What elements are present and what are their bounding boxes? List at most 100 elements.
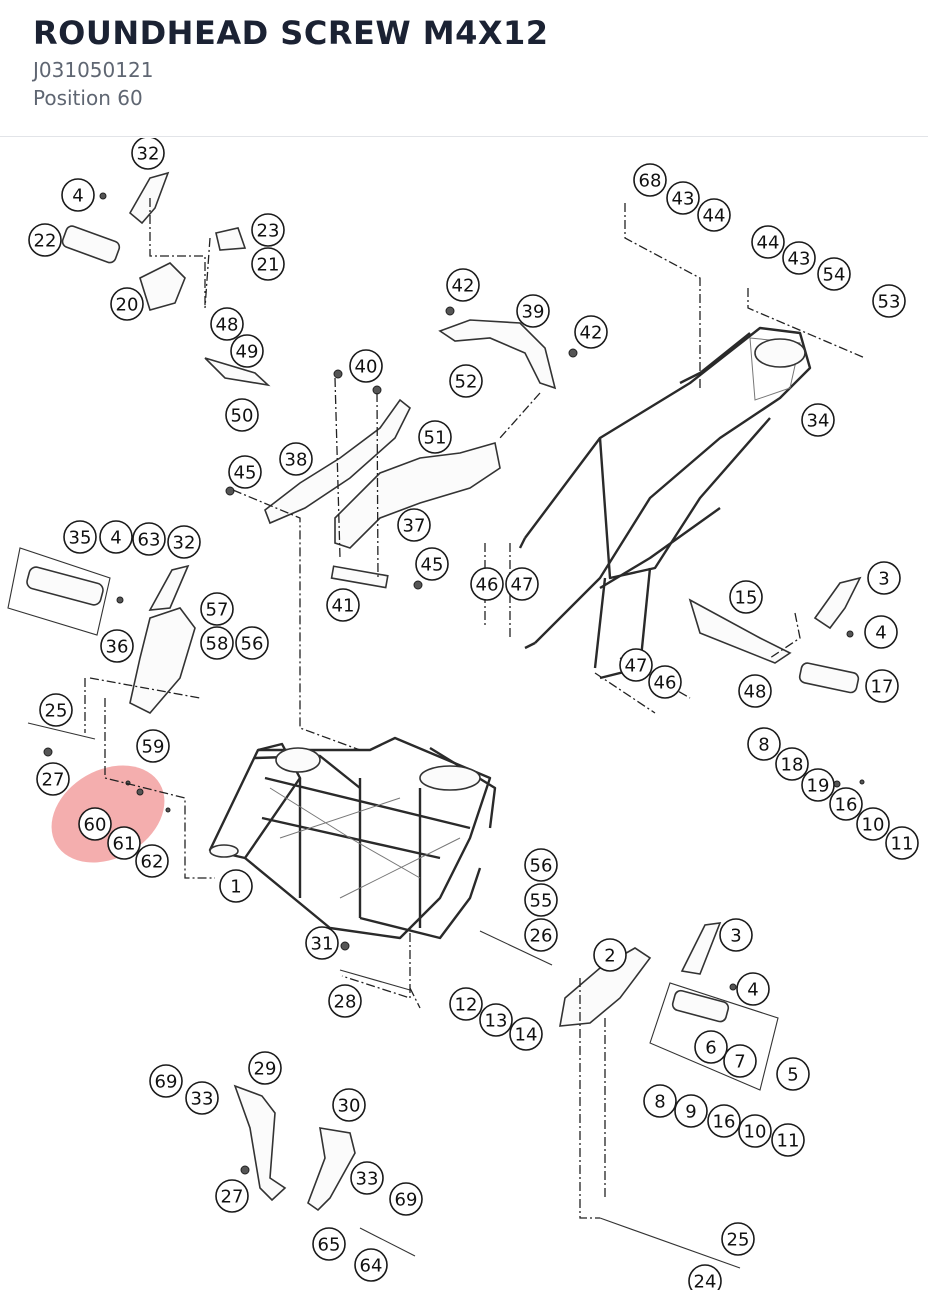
callout-32[interactable]: 32 <box>167 525 201 559</box>
callout-4[interactable]: 4 <box>736 972 770 1006</box>
callout-24[interactable]: 24 <box>688 1264 722 1290</box>
callout-59[interactable]: 59 <box>136 729 170 763</box>
callout-19[interactable]: 19 <box>801 768 835 802</box>
callout-1[interactable]: 1 <box>219 869 253 903</box>
callout-50[interactable]: 50 <box>225 398 259 432</box>
callout-46[interactable]: 46 <box>470 567 504 601</box>
callout-53[interactable]: 53 <box>872 284 906 318</box>
callout-label: 38 <box>285 450 308 471</box>
callout-35[interactable]: 35 <box>63 520 97 554</box>
callout-7[interactable]: 7 <box>723 1044 757 1078</box>
callout-27[interactable]: 27 <box>215 1179 249 1213</box>
callout-13[interactable]: 13 <box>479 1003 513 1037</box>
callout-46[interactable]: 46 <box>648 665 682 699</box>
callout-62[interactable]: 62 <box>135 844 169 878</box>
callout-14[interactable]: 14 <box>509 1017 543 1051</box>
callout-8[interactable]: 8 <box>747 727 781 761</box>
callout-56[interactable]: 56 <box>524 848 558 882</box>
callout-15[interactable]: 15 <box>729 580 763 614</box>
callout-47[interactable]: 47 <box>505 567 539 601</box>
callout-20[interactable]: 20 <box>110 287 144 321</box>
callout-39[interactable]: 39 <box>516 294 550 328</box>
callout-64[interactable]: 64 <box>354 1248 388 1282</box>
callout-4[interactable]: 4 <box>99 520 133 554</box>
callout-circle <box>864 615 898 649</box>
callout-49[interactable]: 49 <box>230 334 264 368</box>
callout-11[interactable]: 11 <box>771 1123 805 1157</box>
callout-16[interactable]: 16 <box>829 787 863 821</box>
callout-10[interactable]: 10 <box>856 807 890 841</box>
callout-44[interactable]: 44 <box>697 198 731 232</box>
callout-45[interactable]: 45 <box>228 455 262 489</box>
callout-45[interactable]: 45 <box>415 547 449 581</box>
callout-55[interactable]: 55 <box>524 883 558 917</box>
callout-61[interactable]: 61 <box>107 826 141 860</box>
callout-11[interactable]: 11 <box>885 826 919 860</box>
callout-25[interactable]: 25 <box>39 693 73 727</box>
callout-44[interactable]: 44 <box>751 225 785 259</box>
callout-26[interactable]: 26 <box>524 918 558 952</box>
callout-41[interactable]: 41 <box>326 588 360 622</box>
callout-28[interactable]: 28 <box>328 984 362 1018</box>
callout-40[interactable]: 40 <box>349 349 383 383</box>
callout-label: 12 <box>455 995 478 1016</box>
callout-10[interactable]: 10 <box>738 1114 772 1148</box>
callout-5[interactable]: 5 <box>776 1057 810 1091</box>
callout-48[interactable]: 48 <box>738 674 772 708</box>
callout-33[interactable]: 33 <box>350 1161 384 1195</box>
callout-34[interactable]: 34 <box>801 403 835 437</box>
callout-37[interactable]: 37 <box>397 508 431 542</box>
callout-47[interactable]: 47 <box>619 648 653 682</box>
callout-43[interactable]: 43 <box>666 181 700 215</box>
callout-48[interactable]: 48 <box>210 307 244 341</box>
callout-33[interactable]: 33 <box>185 1081 219 1115</box>
callout-25[interactable]: 25 <box>721 1222 755 1256</box>
callout-label: 31 <box>311 934 334 955</box>
callout-12[interactable]: 12 <box>449 987 483 1021</box>
callout-54[interactable]: 54 <box>817 257 851 291</box>
callout-38[interactable]: 38 <box>279 442 313 476</box>
callout-4[interactable]: 4 <box>61 178 95 212</box>
callout-27[interactable]: 27 <box>36 762 70 796</box>
callout-68[interactable]: 68 <box>633 163 667 197</box>
callout-circle <box>132 522 166 556</box>
callout-label: 1 <box>230 877 241 898</box>
callout-57[interactable]: 57 <box>200 592 234 626</box>
callout-65[interactable]: 65 <box>312 1227 346 1261</box>
callout-9[interactable]: 9 <box>674 1094 708 1128</box>
callout-51[interactable]: 51 <box>418 420 452 454</box>
callout-29[interactable]: 29 <box>248 1051 282 1085</box>
callout-30[interactable]: 30 <box>332 1088 366 1122</box>
callout-label: 63 <box>138 530 161 551</box>
callout-4[interactable]: 4 <box>864 615 898 649</box>
callout-17[interactable]: 17 <box>865 669 899 703</box>
callout-circle <box>723 1044 757 1078</box>
callout-31[interactable]: 31 <box>305 926 339 960</box>
callout-56[interactable]: 56 <box>235 626 269 660</box>
callout-8[interactable]: 8 <box>643 1084 677 1118</box>
callout-36[interactable]: 36 <box>100 629 134 663</box>
callout-69[interactable]: 69 <box>149 1064 183 1098</box>
callout-2[interactable]: 2 <box>593 938 627 972</box>
callout-69[interactable]: 69 <box>389 1182 423 1216</box>
callout-21[interactable]: 21 <box>251 247 285 281</box>
callout-3[interactable]: 3 <box>719 918 753 952</box>
callout-circle <box>524 918 558 952</box>
callout-60[interactable]: 60 <box>78 807 112 841</box>
callout-23[interactable]: 23 <box>251 213 285 247</box>
callout-circle <box>449 987 483 1021</box>
callout-58[interactable]: 58 <box>200 626 234 660</box>
callout-18[interactable]: 18 <box>775 747 809 781</box>
callout-6[interactable]: 6 <box>694 1030 728 1064</box>
callout-3[interactable]: 3 <box>867 561 901 595</box>
callout-16[interactable]: 16 <box>707 1104 741 1138</box>
callout-43[interactable]: 43 <box>782 241 816 275</box>
callout-63[interactable]: 63 <box>132 522 166 556</box>
callout-32[interactable]: 32 <box>131 138 165 170</box>
callout-22[interactable]: 22 <box>28 223 62 257</box>
callout-42[interactable]: 42 <box>446 268 480 302</box>
callout-52[interactable]: 52 <box>449 364 483 398</box>
callout-42[interactable]: 42 <box>574 315 608 349</box>
